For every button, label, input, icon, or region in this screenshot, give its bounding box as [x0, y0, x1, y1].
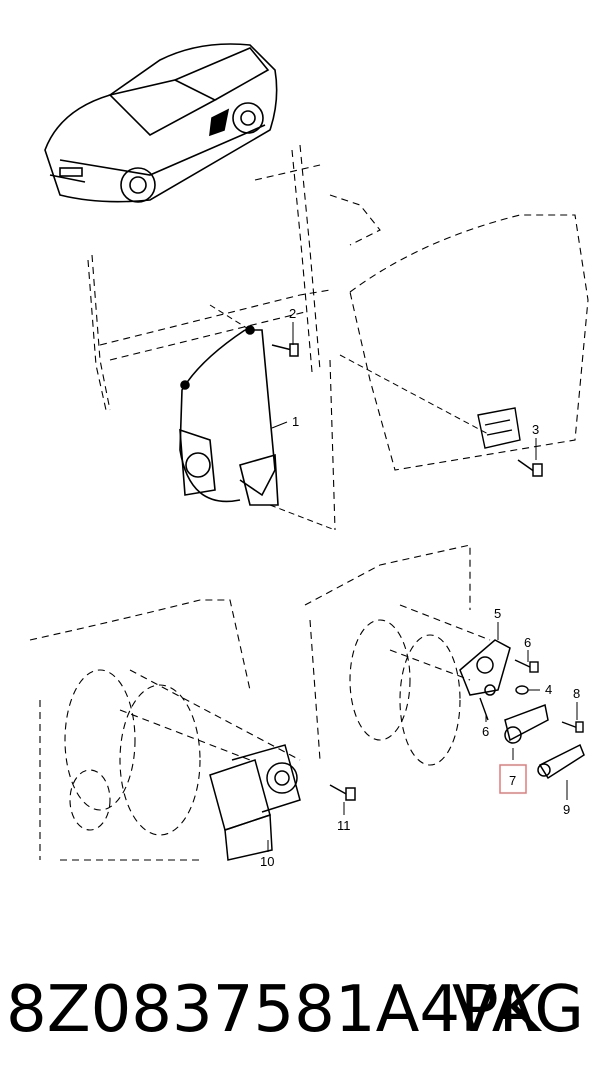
callout-1: 1 [292, 414, 299, 429]
callout-10: 10 [260, 854, 274, 869]
rear-door-panel-left [29, 599, 301, 861]
part-caption: 8Z0837581A4PK VAG [0, 960, 600, 1060]
callout-4: 4 [545, 682, 552, 697]
rear-door-panel-right [304, 544, 491, 766]
front-door-frame [87, 144, 381, 531]
car-thumbnail [44, 43, 278, 203]
part-number: 8Z0837581A4PK [6, 973, 541, 1047]
regulator-guide-lines [209, 304, 491, 531]
brand-name: VAG [452, 973, 584, 1047]
leader-lines [267, 322, 578, 852]
bolt-3 [517, 459, 543, 477]
callout-9: 9 [563, 802, 570, 817]
motor-control-unit [209, 744, 301, 861]
part-7-highlight [499, 764, 527, 794]
window-regulator [179, 325, 279, 506]
callout-8: 8 [573, 686, 580, 701]
callout-6b: 6 [482, 724, 489, 739]
cable-drum-assembly [459, 639, 585, 780]
fasteners [479, 659, 584, 733]
callout-11: 11 [337, 818, 351, 833]
bolt-11 [329, 784, 356, 801]
callout-3: 3 [532, 422, 539, 437]
bolt-2 [271, 343, 299, 357]
callout-6a: 6 [524, 635, 531, 650]
window-glass [349, 214, 589, 471]
window-clip [477, 407, 521, 449]
callout-7: 7 [509, 773, 516, 788]
callout-5: 5 [494, 606, 501, 621]
callout-2: 2 [289, 306, 296, 321]
parts-diagram: 1 2 3 4 5 6 6 7 8 9 10 11 [29, 43, 589, 869]
